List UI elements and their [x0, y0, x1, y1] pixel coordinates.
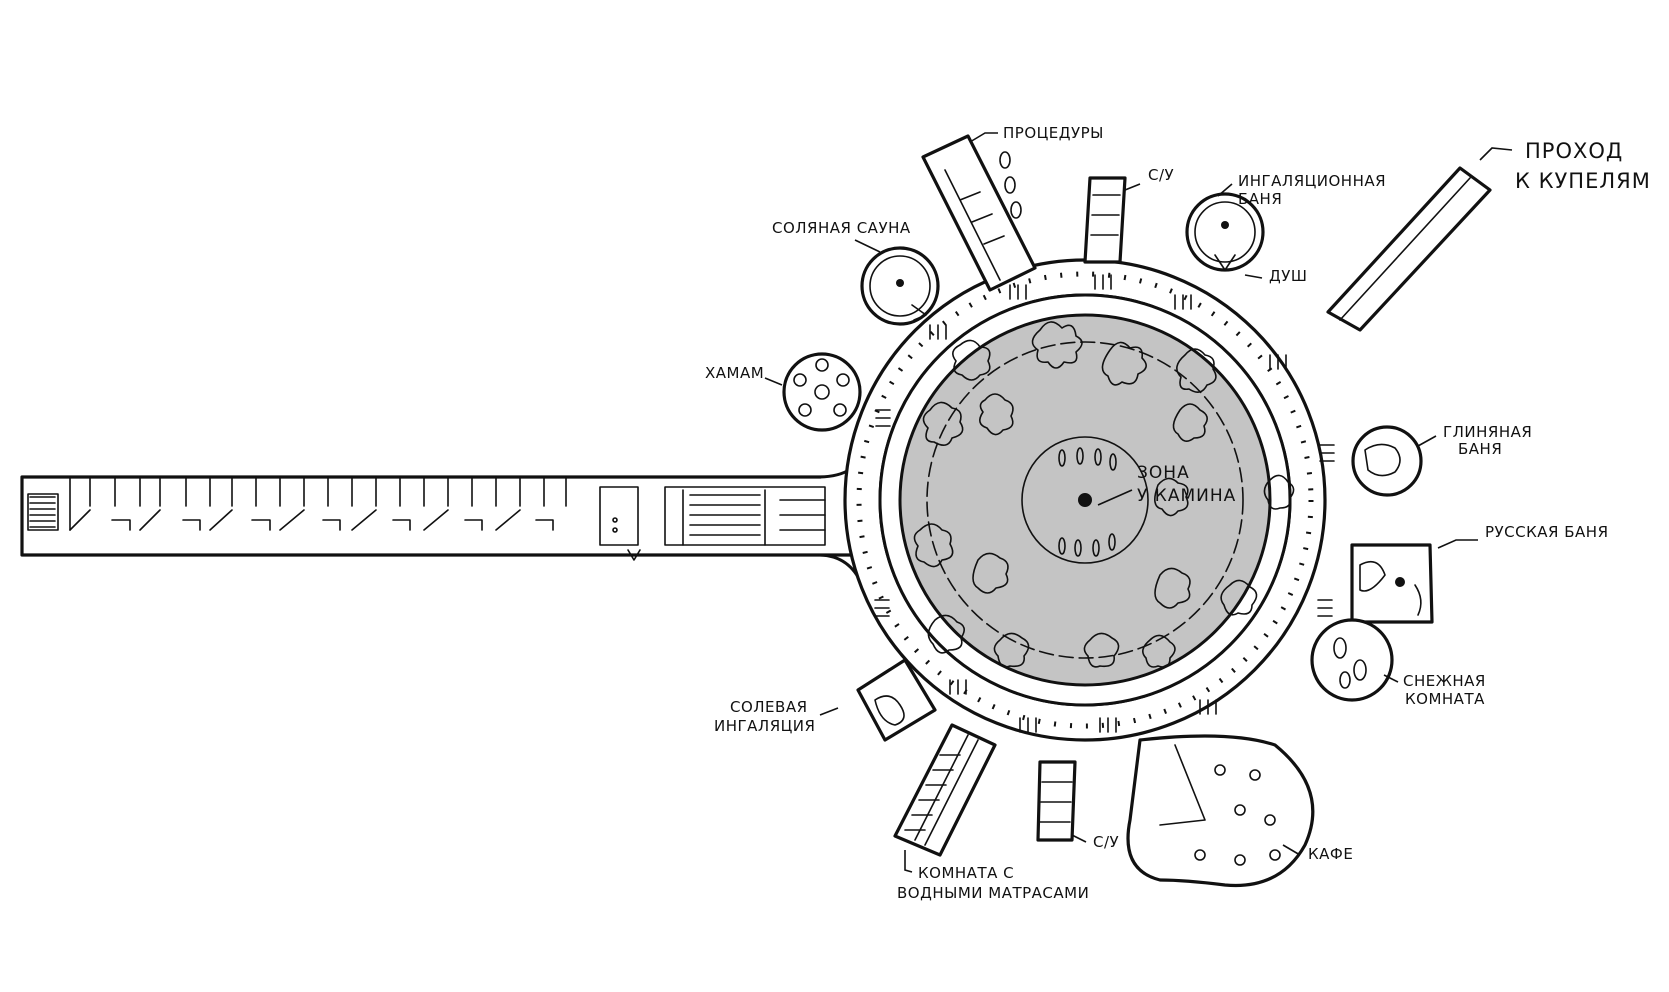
waterbed-room-label-line2: ВОДНЫМИ МАТРАСАМИ	[897, 884, 1089, 902]
salt-inhalation-room	[856, 658, 937, 742]
courtyard-trees	[913, 321, 1295, 668]
changing-cabins	[69, 476, 567, 531]
fireplace-zone-label-line1: ЗОНА	[1137, 463, 1190, 483]
ring-loungers	[874, 274, 1335, 733]
hammam-room	[782, 352, 862, 432]
cafe-label: КАФЕ	[1308, 845, 1353, 863]
wc-bottom-room	[1036, 760, 1077, 842]
inhalation-bath-label-line2: БАНЯ	[1238, 190, 1282, 208]
fireplace-icon	[1078, 493, 1092, 507]
salt-sauna-label: СОЛЯНАЯ САУНА	[772, 219, 911, 237]
procedures-label: ПРОЦЕДУРЫ	[1003, 124, 1104, 142]
entrance-stairs	[27, 493, 59, 531]
shower-label: ДУШ	[1269, 267, 1307, 285]
passage-label-line1: ПРОХОД	[1525, 139, 1623, 163]
salt-inhalation-label-line1: СОЛЕВАЯ	[730, 698, 808, 716]
fireplace-zone-label-line2: У КАМИНА	[1137, 486, 1236, 506]
passage-corridor	[1326, 166, 1492, 332]
salt-inhalation-label-line2: ИНГАЛЯЦИЯ	[714, 717, 815, 735]
snow-room-label-line2: КОМНАТА	[1405, 690, 1485, 708]
clay-bath-label-line1: ГЛИНЯНАЯ	[1443, 423, 1532, 441]
salt-sauna-room	[860, 246, 940, 326]
procedures-room	[921, 134, 1037, 292]
passage-label-line2: К КУПЕЛЯМ	[1515, 169, 1651, 193]
russian-bath-room	[1350, 543, 1434, 624]
inhalation-bath-label-line1: ИНГАЛЯЦИОННАЯ	[1238, 172, 1386, 190]
fireplace-benches	[1058, 447, 1117, 557]
cafe-room	[1126, 734, 1315, 888]
changing-wing	[20, 440, 900, 587]
wc-bottom-label: С/У	[1093, 833, 1119, 851]
hammam-label: ХАМАМ	[705, 364, 764, 382]
waterbed-room-label-line1: КОМНАТА С	[918, 864, 1014, 882]
wc-top-room	[1083, 176, 1127, 264]
shower-block	[599, 486, 826, 561]
waterbed-room	[893, 723, 997, 857]
snow-room	[1310, 618, 1394, 702]
clay-bath-label-line2: БАНЯ	[1458, 440, 1502, 458]
room-labels: ПРОЦЕДУРЫ С/У ИНГАЛЯЦИОННАЯ БАНЯ ПРОХОД …	[705, 124, 1651, 902]
snow-room-label-line1: СНЕЖНАЯ	[1403, 672, 1486, 690]
clay-bath-room	[1351, 425, 1423, 497]
wc-top-label: С/У	[1148, 166, 1174, 184]
central-courtyard: ЗОНА У КАМИНА	[898, 313, 1295, 687]
russian-bath-label: РУССКАЯ БАНЯ	[1485, 523, 1609, 541]
inhalation-bath-room	[1185, 192, 1265, 272]
